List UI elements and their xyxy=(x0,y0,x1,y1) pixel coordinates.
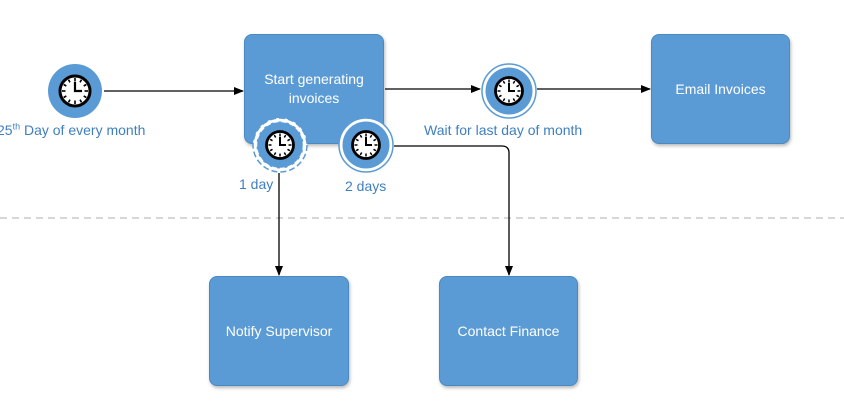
boundary-timer-1-day-label: 1 day xyxy=(239,176,274,192)
task-notify-supervisor-label: Notify Supervisor xyxy=(225,322,333,339)
task-email-invoices-label: Email Invoices xyxy=(675,80,766,97)
boundary-timer-2-days-label: 2 days xyxy=(345,178,387,194)
boundary-timer-2-days[interactable] xyxy=(338,117,394,173)
clock-icon xyxy=(338,117,394,173)
task-notify-supervisor[interactable]: Notify Supervisor xyxy=(209,276,349,386)
task-start-generating-label: Start generating invoices xyxy=(264,71,364,106)
clock-icon xyxy=(252,117,308,173)
boundary-timer-1-day[interactable] xyxy=(252,117,308,173)
start-timer-label: 25th Day of every month xyxy=(0,122,145,138)
start-timer-label-text: Day of every month xyxy=(20,122,146,138)
wait-timer-event[interactable] xyxy=(481,63,537,119)
start-timer-event[interactable] xyxy=(47,63,103,119)
clock-icon xyxy=(48,64,102,118)
task-email-invoices[interactable]: Email Invoices xyxy=(651,34,790,144)
start-timer-label-ordinal: th xyxy=(12,121,21,132)
task-contact-finance[interactable]: Contact Finance xyxy=(439,276,578,386)
start-timer-label-day: 25 xyxy=(0,122,13,138)
edge-2days-to-finance xyxy=(394,145,513,276)
task-contact-finance-label: Contact Finance xyxy=(457,322,560,339)
wait-timer-label: Wait for last day of month xyxy=(424,122,583,138)
clock-icon xyxy=(481,63,537,119)
